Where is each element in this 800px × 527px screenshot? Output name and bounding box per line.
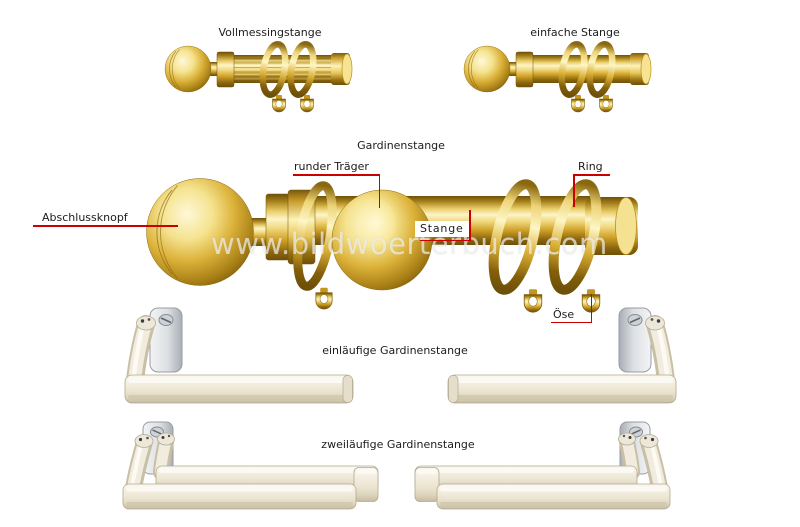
callout-line-stange bbox=[420, 239, 471, 241]
callout-line-ring bbox=[573, 174, 610, 176]
title-gardinenstange: Gardinenstange bbox=[357, 139, 445, 152]
title-zweilaeufige-gardinenstange: zweiläufige Gardinenstange bbox=[321, 438, 475, 451]
end-knob-ball bbox=[146, 178, 254, 286]
callout-line-ring bbox=[573, 174, 575, 207]
callout-abschlussknopf: Abschlussknopf bbox=[42, 211, 128, 224]
einfache-stange-illustration bbox=[463, 41, 652, 113]
callout-runder-traeger: runder Träger bbox=[294, 160, 369, 173]
callout-oese: Öse bbox=[553, 308, 575, 321]
title-einlaeufige-gardinenstange: einläufige Gardinenstange bbox=[322, 344, 468, 357]
finial-collar bbox=[216, 51, 235, 88]
curtain-ring bbox=[558, 41, 588, 98]
double-rod-left bbox=[123, 422, 378, 509]
callout-line-runder-traeger bbox=[293, 174, 380, 176]
callout-line-runder-traeger bbox=[378, 174, 380, 208]
vollmessingstange-illustration bbox=[164, 41, 353, 113]
curtain-ring bbox=[293, 181, 337, 291]
callout-line-oese bbox=[590, 294, 592, 323]
curtain-ring bbox=[488, 179, 542, 295]
watermark: www.bildwoerterbuch.com bbox=[211, 227, 608, 261]
title-vollmessingstange: Vollmessingstange bbox=[218, 26, 322, 39]
callout-line-oese bbox=[551, 321, 592, 323]
double-rod-right bbox=[415, 422, 670, 509]
finial-neck bbox=[208, 62, 219, 76]
curtain-ring bbox=[259, 41, 289, 98]
finial-collar bbox=[515, 51, 534, 88]
curtain-ring bbox=[548, 179, 602, 295]
finial-ball bbox=[164, 45, 212, 93]
finial-neck bbox=[507, 62, 518, 76]
gardinenstange-illustration bbox=[146, 178, 638, 313]
callout-stange: Stange bbox=[415, 221, 469, 237]
curtain-ring bbox=[586, 41, 616, 98]
callout-ring: Ring bbox=[578, 160, 603, 173]
title-einfache-stange: einfache Stange bbox=[530, 26, 620, 39]
callout-line-abschlussknopf bbox=[33, 225, 178, 227]
callout-line-stange bbox=[469, 210, 471, 241]
curtain-ring bbox=[287, 41, 317, 98]
finial-ball bbox=[463, 45, 511, 93]
